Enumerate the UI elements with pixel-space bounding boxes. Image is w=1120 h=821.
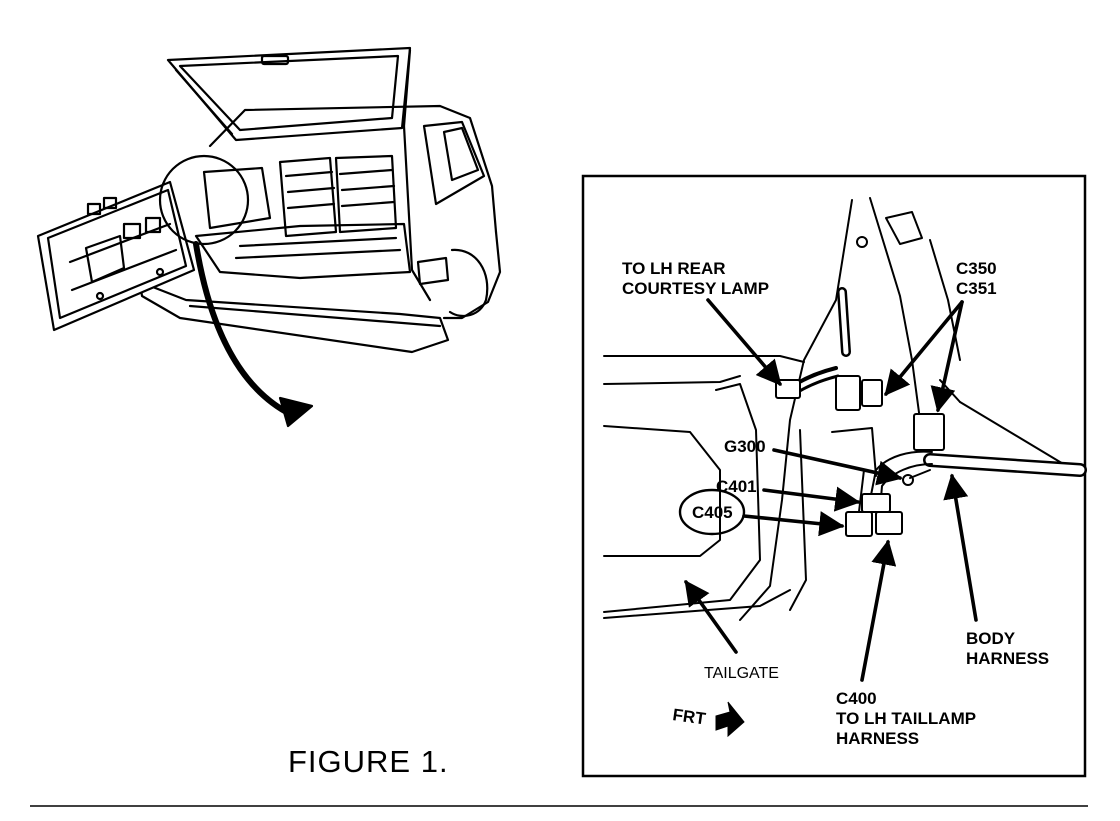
label-courtesy-lamp-2: COURTESY LAMP (622, 279, 769, 298)
station-wagon-illustration (36, 46, 502, 428)
arrow-tailgate (684, 579, 738, 654)
detail-linework (603, 197, 1087, 621)
label-g300: G300 (724, 437, 766, 456)
label-c400: C400 (836, 689, 877, 708)
roof-line (208, 104, 498, 234)
trim-line-upper (603, 355, 805, 363)
g300-ground-point (902, 474, 914, 486)
connector-courtesy-lamp (775, 379, 801, 399)
callout-arrow-curve (193, 241, 293, 417)
arrow-c405 (742, 511, 845, 537)
pillar-edge (929, 239, 961, 361)
body-side (442, 230, 502, 320)
taillight (416, 256, 450, 286)
connector-body (913, 413, 945, 451)
arrow-c351 (930, 300, 964, 413)
pillar-inner (869, 197, 921, 421)
rear-bumper (138, 280, 450, 354)
arrow-c350 (884, 300, 964, 396)
label-c405: C405 (692, 503, 733, 522)
label-c350: C350 (956, 259, 997, 278)
connector-c351 (861, 379, 883, 407)
open-tailgate (36, 180, 196, 332)
sill-line (789, 429, 807, 611)
arrow-c401 (762, 486, 861, 512)
pillar-outer (739, 199, 853, 621)
arrow-g300 (772, 448, 903, 486)
rear-seat (278, 156, 338, 238)
rear-seat-2 (334, 154, 398, 234)
rear-pillar (402, 124, 432, 302)
bracket (831, 427, 877, 477)
arrow-c400 (860, 539, 897, 682)
connector-c405 (845, 511, 873, 537)
panel-window (885, 211, 923, 245)
arrow-body-harness (943, 473, 978, 622)
trim-line-2 (603, 375, 741, 385)
label-c401: C401 (716, 477, 757, 496)
label-tailgate: TAILGATE (704, 665, 779, 682)
detail-box (581, 174, 1087, 778)
arrow-courtesy-lamp (706, 298, 782, 386)
label-harness: HARNESS (966, 649, 1049, 668)
ground-wire (909, 469, 931, 479)
cargo-floor (194, 222, 412, 280)
label-courtesy-lamp-1: TO LH REAR (622, 259, 726, 278)
cargo-side-panel (202, 166, 272, 230)
side-window (422, 120, 486, 206)
detail-circle (158, 154, 250, 246)
callout-arrow-head (278, 396, 314, 428)
rear-wheel (448, 248, 489, 318)
label-body: BODY (966, 629, 1016, 648)
leader-arrows (684, 298, 978, 682)
frt-arrow-icon (715, 701, 745, 738)
label-c351: C351 (956, 279, 997, 298)
label-frt: FRT (671, 705, 707, 728)
bolt-upper (856, 236, 868, 248)
detail-labels: TO LH REAR COURTESY LAMP C350 C351 G300 … (622, 259, 1049, 748)
tailgate-panel (603, 425, 721, 557)
c405-oval (678, 488, 746, 536)
harness-vertical-core (839, 289, 849, 355)
side-window-2 (442, 126, 480, 182)
label-taillamp-harness: HARNESS (836, 729, 919, 748)
connector-c350 (835, 375, 861, 411)
connector-c400 (875, 511, 903, 535)
figure-caption: FIGURE 1. (288, 744, 449, 779)
connector-c401 (861, 493, 891, 513)
door-panel-edge-2 (603, 589, 791, 619)
body-harness-core (925, 455, 1085, 475)
label-to-lh-taillamp: TO LH TAILLAMP (836, 709, 976, 728)
liftgate-glass (166, 46, 412, 142)
